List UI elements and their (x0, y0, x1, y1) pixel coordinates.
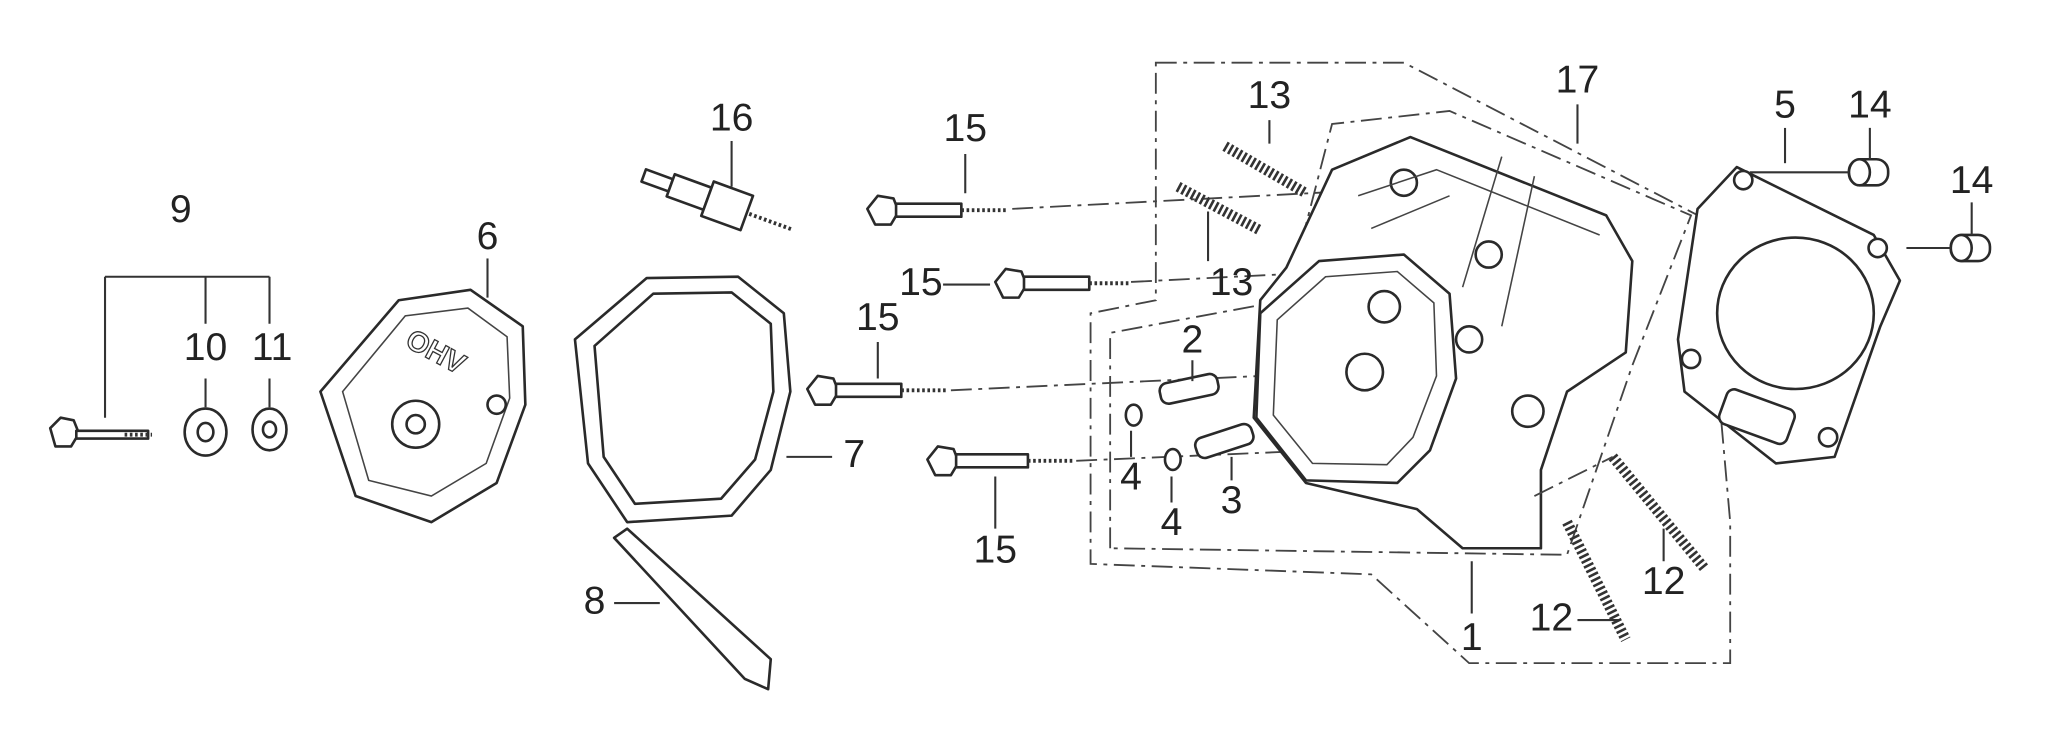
dowel-pin-14 (1949, 233, 1992, 263)
callout-5: 5 (1774, 83, 1796, 126)
callout-8: 8 (584, 579, 606, 622)
callout-12: 12 (1642, 560, 1686, 603)
callout-3: 3 (1221, 479, 1243, 522)
callout-9: 9 (170, 188, 192, 231)
stud-12 (1608, 453, 1709, 572)
valve-guide-3 (1193, 422, 1255, 460)
callout-1: 1 (1461, 616, 1483, 659)
callout-12: 12 (1530, 596, 1574, 639)
washer-10 (183, 407, 228, 457)
callout-4: 4 (1161, 501, 1183, 544)
callout-4: 4 (1120, 455, 1142, 498)
spark-plug-16 (640, 168, 795, 232)
breather-tube-8 (612, 527, 773, 691)
bolt-15 (806, 374, 949, 406)
callout-13: 13 (1248, 74, 1292, 117)
callout-16: 16 (710, 96, 754, 139)
callout-15: 15 (899, 261, 943, 304)
dowel-pin-14 (1847, 157, 1890, 187)
callout-13: 13 (1210, 261, 1254, 304)
seal-4 (1163, 447, 1182, 472)
stud-13 (1222, 141, 1309, 198)
callout-15: 15 (856, 296, 900, 339)
valve-guide-2 (1158, 372, 1220, 406)
bolt-15 (926, 445, 1074, 477)
callout-14: 14 (1848, 83, 1892, 126)
callout-10: 10 (184, 326, 228, 369)
assembly-outline-17 (1089, 61, 1732, 665)
seal-4 (1124, 403, 1143, 427)
callout-15: 15 (974, 529, 1018, 572)
callout-2: 2 (1182, 318, 1204, 361)
callout-17: 17 (1556, 59, 1600, 102)
cylinder-head-1 (1252, 135, 1634, 550)
callout-14: 14 (1950, 159, 1994, 202)
bolt-15 (866, 194, 1009, 226)
bolt-15 (993, 267, 1129, 299)
assembly-outline-1 (1109, 110, 1693, 556)
washer-11 (251, 407, 288, 452)
callout-7: 7 (843, 433, 865, 476)
valve-cover-6: OHV (319, 288, 527, 524)
stud-12 (1562, 519, 1631, 642)
cover-gasket-7 (573, 275, 792, 524)
stud-13 (1175, 182, 1262, 235)
bolt-9 (48, 416, 153, 448)
head-gasket-5 (1676, 165, 1902, 465)
callout-15: 15 (943, 107, 987, 150)
callout-6: 6 (477, 215, 499, 258)
callout-11: 11 (252, 326, 293, 369)
